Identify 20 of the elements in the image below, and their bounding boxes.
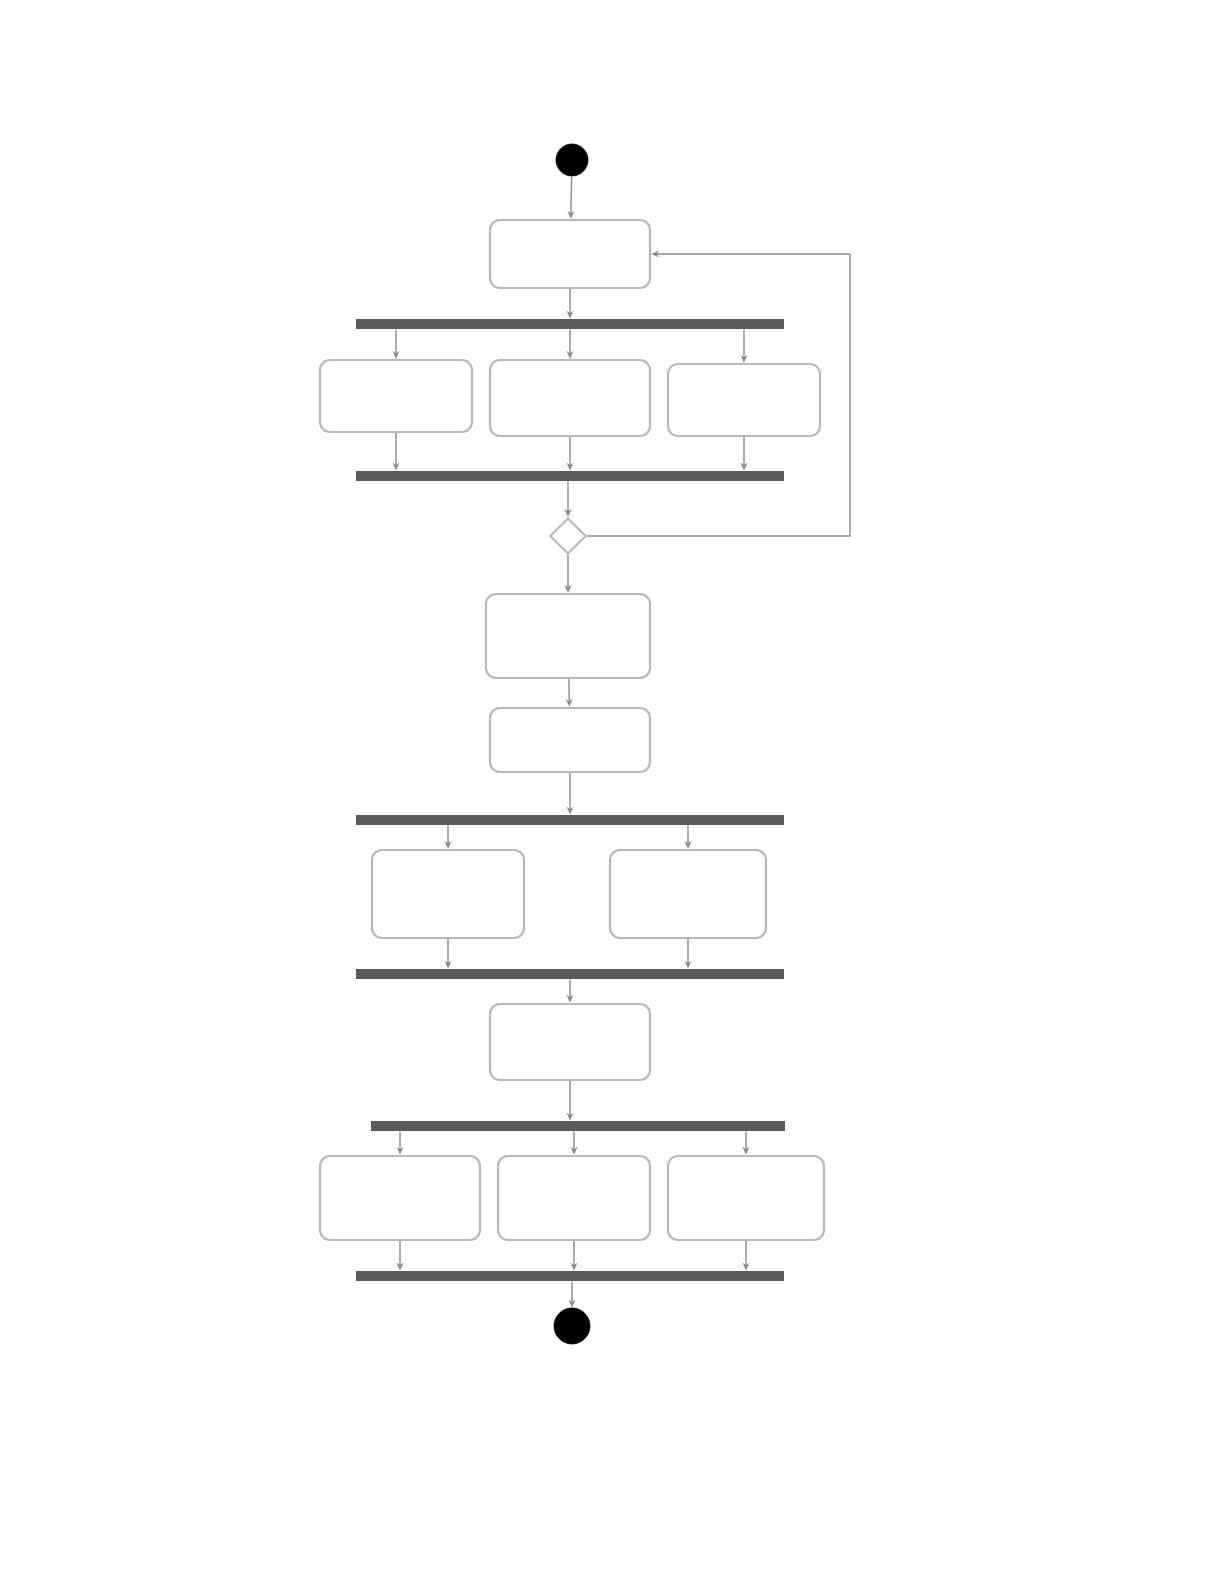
sync-bar xyxy=(356,1271,784,1281)
activity-box xyxy=(488,706,652,774)
activity-box xyxy=(488,218,652,290)
activity-box xyxy=(488,358,652,438)
activity-box xyxy=(488,1002,652,1082)
sync-bar xyxy=(356,815,784,825)
solid-dot xyxy=(555,143,589,177)
activity-box xyxy=(318,358,474,434)
solid-dot xyxy=(553,1307,591,1345)
sync-bar xyxy=(356,319,784,329)
activity-box xyxy=(484,592,652,680)
activity-box xyxy=(496,1154,652,1242)
activity-box xyxy=(608,848,768,940)
activity-box xyxy=(370,848,526,940)
sync-bar xyxy=(356,969,784,979)
activity-box xyxy=(666,1154,826,1242)
activity-box xyxy=(318,1154,482,1242)
sync-bar xyxy=(356,471,784,481)
sync-bar xyxy=(371,1121,785,1131)
activity-box xyxy=(666,362,822,438)
